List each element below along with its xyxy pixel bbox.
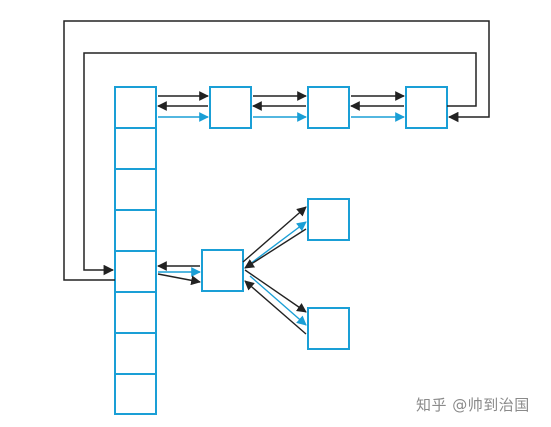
blue-edge-top xyxy=(249,221,307,265)
list-node xyxy=(307,86,350,129)
child-link xyxy=(157,273,201,286)
array-cell xyxy=(114,291,157,334)
top-list-nodes xyxy=(209,86,448,129)
blue-edge-bottom xyxy=(249,275,307,326)
top-row-links xyxy=(157,91,405,122)
loop-connectors xyxy=(63,20,490,281)
watermark-text: 知乎 @帅到治国 xyxy=(416,396,530,414)
edge-to-top-child xyxy=(242,206,307,263)
tree-nodes xyxy=(201,198,350,350)
array-column xyxy=(114,86,157,415)
array-tree-links xyxy=(157,261,201,286)
outer-loop-line xyxy=(63,20,490,281)
inner-loop-line xyxy=(83,52,477,276)
array-cell xyxy=(114,373,157,415)
list-node xyxy=(405,86,448,129)
array-cell xyxy=(114,168,157,211)
array-cell xyxy=(114,332,157,375)
array-cell xyxy=(114,250,157,293)
array-cell xyxy=(114,127,157,170)
tree-edges xyxy=(242,206,307,335)
edge-from-bottom-child xyxy=(244,280,307,335)
edge-from-top-child xyxy=(244,228,307,269)
tree-parent-node xyxy=(201,249,244,292)
edge-to-bottom-child xyxy=(244,269,307,313)
tree-child-node-bottom xyxy=(307,307,350,350)
tree-child-node-top xyxy=(307,198,350,241)
list-node xyxy=(209,86,252,129)
array-cell xyxy=(114,209,157,252)
array-cell xyxy=(114,86,157,129)
